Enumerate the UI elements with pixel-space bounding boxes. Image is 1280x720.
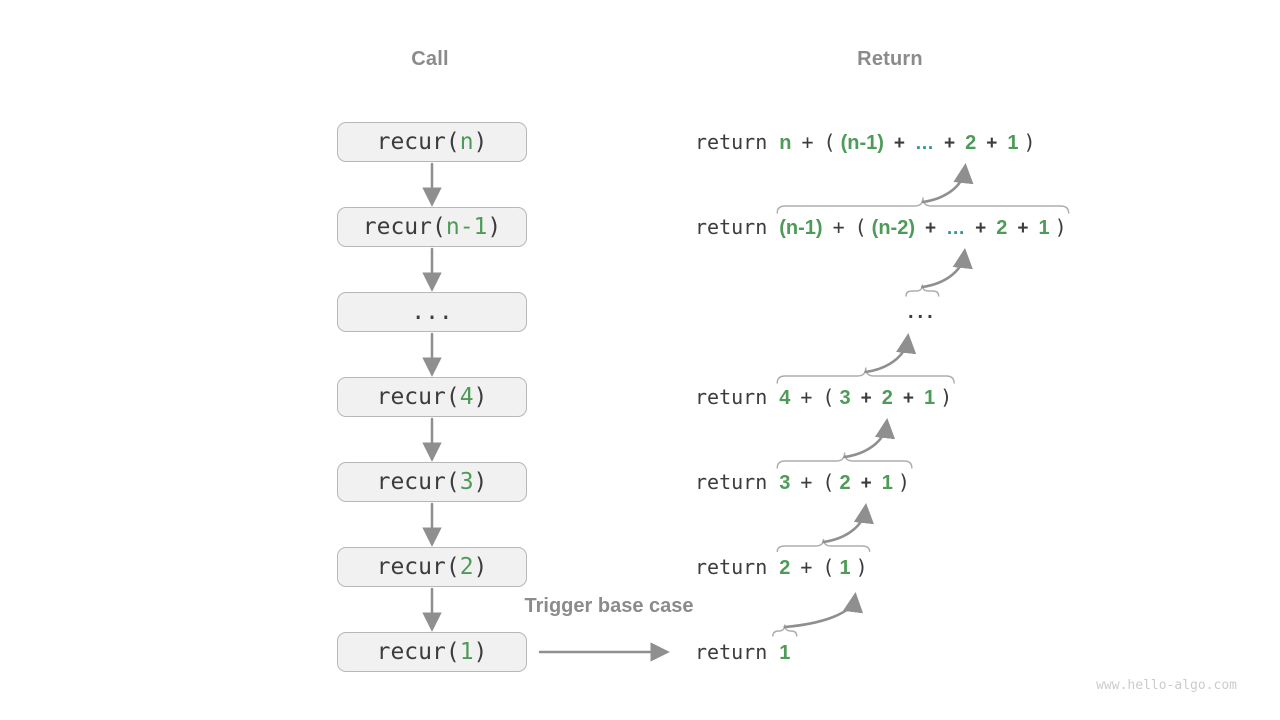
- return-seg-keyword: return: [695, 470, 768, 494]
- curved-return-arrow-icon: [783, 591, 864, 629]
- return-seg-paren: (: [822, 385, 835, 409]
- call-text: recur(: [376, 554, 460, 580]
- return-seg-inner-green: 2: [881, 387, 893, 409]
- return-seg-inner-green: 1: [923, 387, 936, 409]
- return-row-2: ...: [908, 298, 937, 326]
- call-text: ): [473, 129, 488, 155]
- call-text: recur(: [376, 129, 460, 155]
- call-text: recur(: [376, 384, 460, 410]
- return-seg-keyword: return: [695, 640, 768, 664]
- return-seg-keyword: return: [695, 130, 768, 154]
- call-text: ): [473, 384, 488, 410]
- return-seg-inner-green: 1: [1007, 132, 1019, 154]
- return-seg-inner-green: 3: [839, 387, 851, 409]
- call-arg: 2: [459, 554, 474, 580]
- curved-return-arrow-icon: [864, 332, 917, 374]
- call-arg: 1: [459, 639, 474, 665]
- call-arg: n: [459, 129, 474, 155]
- return-seg-operand: (n-1): [779, 217, 823, 239]
- return-seg-plus: +: [832, 215, 845, 239]
- call-text: ): [487, 214, 502, 240]
- return-seg-inner-dark: +: [925, 218, 937, 239]
- return-seg-inner-dark: +: [902, 388, 914, 409]
- return-seg-operand: 4: [779, 387, 791, 409]
- call-text: recur(: [376, 639, 460, 665]
- overbrace: [776, 452, 913, 469]
- return-row-3: return 4 + (3 +2 +1): [695, 383, 952, 411]
- overbrace: [905, 284, 940, 297]
- return-seg-inner-green: 1: [839, 557, 851, 579]
- return-seg-paren: ): [1023, 130, 1036, 154]
- return-seg-inner-dark: +: [986, 133, 998, 154]
- return-row-5: return 2 + (1): [695, 553, 868, 581]
- call-text: ): [473, 639, 488, 665]
- return-seg-paren: (: [822, 555, 835, 579]
- call-arg: 3: [459, 469, 474, 495]
- return-seg-plus: +: [801, 130, 814, 154]
- call-box-recur-n-1: recur(n-1): [337, 207, 527, 247]
- curved-return-arrow-icon: [921, 162, 974, 204]
- return-seg-operand: 3: [779, 472, 791, 494]
- curved-return-arrow-icon: [822, 502, 874, 544]
- call-box-recur-2: recur(2): [337, 547, 527, 587]
- call-text: recur(: [362, 214, 446, 240]
- overbrace: [776, 197, 1070, 214]
- return-seg-inner-dark: +: [944, 133, 956, 154]
- call-text: ): [473, 469, 488, 495]
- return-row-4: return 3 + (2 +1): [695, 468, 910, 496]
- return-row-6: return 1: [695, 638, 790, 666]
- call-column-header: Call: [411, 48, 449, 70]
- return-seg-paren: (: [822, 470, 835, 494]
- return-seg-inner-ellipsis: …: [946, 218, 966, 239]
- return-seg-inner-dark: +: [1017, 218, 1029, 239]
- return-seg-dots: ...: [908, 301, 937, 323]
- return-row-1: return (n-1) + ((n-2) + … +2 +1): [695, 213, 1067, 241]
- call-text: recur(: [376, 469, 460, 495]
- return-seg-inner-ellipsis: …: [915, 133, 934, 154]
- call-arg: 4: [459, 384, 474, 410]
- call-box-recur-4: recur(4): [337, 377, 527, 417]
- return-seg-keyword: return: [695, 555, 768, 579]
- return-seg-inner-dark: +: [975, 218, 987, 239]
- overbrace: [776, 367, 955, 384]
- return-seg-operand: n: [779, 132, 792, 154]
- call-box-recur-3: recur(3): [337, 462, 527, 502]
- trigger-base-case-label: Trigger base case: [524, 595, 694, 617]
- return-seg-inner-green: 1: [1038, 217, 1050, 239]
- return-seg-plus: +: [800, 470, 813, 494]
- return-seg-inner-green: (n-1): [840, 132, 884, 154]
- return-seg-keyword: return: [695, 385, 768, 409]
- return-seg-inner-dark: +: [860, 388, 872, 409]
- return-column-header: Return: [857, 48, 923, 70]
- return-seg-paren: ): [855, 555, 868, 579]
- return-seg-inner-green: 1: [881, 472, 893, 494]
- overbrace: [772, 624, 798, 637]
- return-seg-paren: ): [897, 470, 910, 494]
- return-seg-inner-dark: +: [860, 473, 872, 494]
- return-seg-paren: (: [823, 130, 836, 154]
- call-arg: n-1: [445, 214, 488, 240]
- return-seg-inner-green: 2: [996, 217, 1008, 239]
- return-seg-paren: (: [854, 215, 867, 239]
- return-seg-inner-green: 2: [839, 472, 851, 494]
- return-seg-inner-green: 2: [965, 132, 977, 154]
- return-seg-paren: ): [1054, 215, 1067, 239]
- call-box-recur-n: recur(n): [337, 122, 527, 162]
- call-box-ellipsis: ...: [337, 292, 527, 332]
- return-seg-inner-green: (n-2): [871, 217, 915, 239]
- return-seg-inner-dark: +: [893, 133, 905, 154]
- watermark: www.hello-algo.com: [1096, 678, 1237, 693]
- overbrace: [776, 538, 871, 553]
- return-seg-keyword: return: [695, 215, 768, 239]
- return-seg-operand: 1: [779, 642, 791, 664]
- return-seg-operand: 2: [779, 557, 791, 579]
- return-seg-plus: +: [800, 555, 813, 579]
- return-seg-paren: ): [940, 385, 953, 409]
- return-seg-plus: +: [800, 385, 813, 409]
- curved-return-arrow-icon: [843, 417, 896, 459]
- call-box-recur-1: recur(1): [337, 632, 527, 672]
- call-text: ): [473, 554, 488, 580]
- curved-return-arrow-icon: [921, 247, 973, 289]
